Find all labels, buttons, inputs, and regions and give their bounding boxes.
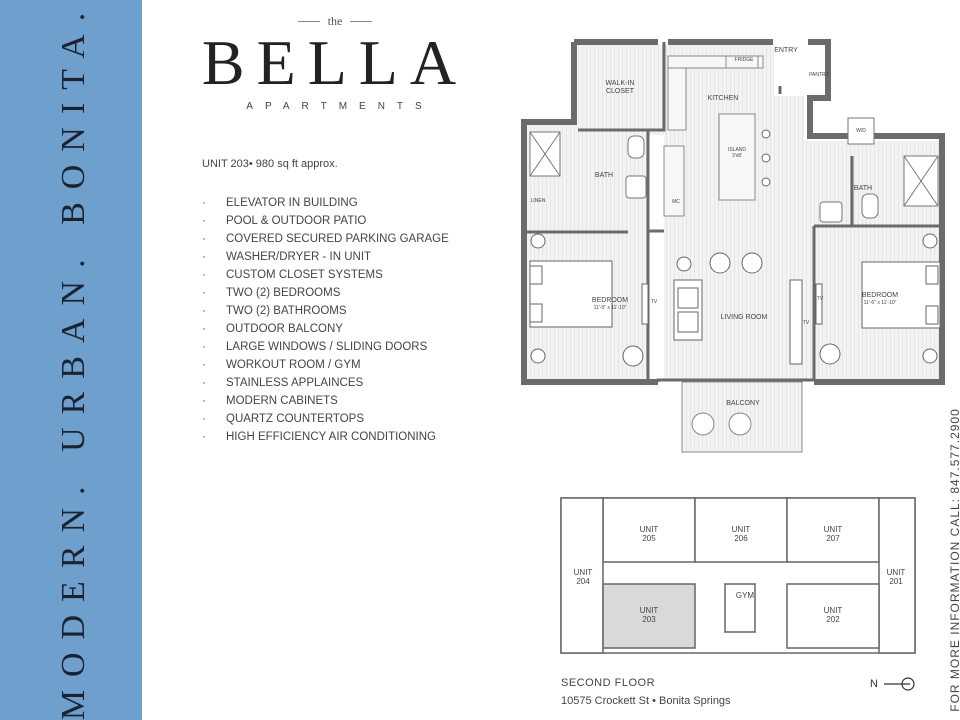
kitchen-counters bbox=[663, 55, 764, 217]
unit-207-number: 207 bbox=[826, 534, 840, 543]
label-balcony: BALCONY bbox=[726, 400, 760, 407]
label-bedroom-left-dim: 11'-9" x 11'-10" bbox=[594, 305, 627, 311]
label-walkin-2: CLOSET bbox=[606, 88, 635, 95]
label-island-2: 3'x8' bbox=[732, 153, 742, 159]
feature-item: ·ELEVATOR IN BUILDING bbox=[202, 197, 358, 209]
unit-206-number: 206 bbox=[734, 534, 748, 543]
label-kitchen: KITCHEN bbox=[708, 95, 739, 102]
logo-name: BELLA bbox=[201, 27, 469, 98]
unit-201-label: UNIT bbox=[887, 568, 906, 577]
feature-item: ·WORKOUT ROOM / GYM bbox=[202, 359, 361, 371]
site-walls bbox=[560, 497, 916, 654]
label-mc: MC bbox=[672, 199, 680, 205]
label-bath-right: BATH bbox=[854, 185, 872, 192]
unit-202-label: UNIT bbox=[824, 606, 843, 615]
left-bedroom-furniture bbox=[529, 233, 649, 367]
feature-item: ·COVERED SECURED PARKING GARAGE bbox=[202, 233, 449, 245]
unit-floor-plan: ENTRY FRIDGE PANTRY WALK-IN CLOSET KITCH… bbox=[521, 39, 945, 453]
logo-rule-left bbox=[297, 21, 320, 22]
label-bedroom-right-dim: 11'-6" x 11'-10" bbox=[864, 300, 897, 306]
logo-the-line: the bbox=[200, 14, 470, 29]
label-tv-left: TV bbox=[651, 299, 658, 305]
label-fridge: FRIDGE bbox=[735, 57, 755, 63]
sidebar-band: MODERN. URBAN. BONITA. bbox=[0, 0, 142, 720]
feature-item: ·TWO (2) BATHROOMS bbox=[202, 305, 347, 317]
label-walkin-1: WALK-IN bbox=[606, 80, 635, 87]
kitchen-island bbox=[718, 113, 756, 201]
unit-info: UNIT 203• 980 sq ft approx. bbox=[202, 158, 338, 170]
unit-203-label: UNIT bbox=[640, 606, 659, 615]
unit-201-number: 201 bbox=[889, 577, 903, 586]
north-letter: N bbox=[870, 678, 878, 690]
label-living-room: LIVING ROOM bbox=[721, 314, 768, 321]
feature-item: ·MODERN CABINETS bbox=[202, 395, 338, 407]
label-island-1: ISLAND bbox=[728, 147, 746, 153]
unit-205-label: UNIT bbox=[640, 525, 659, 534]
floor-site-plan: UNIT 205 UNIT 206 UNIT 207 UNIT 204 UNIT… bbox=[560, 497, 916, 654]
unit-202-number: 202 bbox=[826, 615, 840, 624]
feature-item: ·HIGH EFFICIENCY AIR CONDITIONING bbox=[202, 431, 436, 443]
label-linen: LINEN bbox=[531, 198, 546, 204]
logo-rule-right bbox=[350, 21, 373, 22]
label-tv-living: TV bbox=[803, 320, 810, 326]
unit-204-label: UNIT bbox=[574, 568, 593, 577]
north-arrow: N bbox=[870, 676, 916, 692]
highlighted-unit-203 bbox=[602, 583, 696, 649]
feature-item: ·TWO (2) BEDROOMS bbox=[202, 287, 341, 299]
tagline: MODERN. URBAN. BONITA. bbox=[55, 0, 92, 720]
label-tv-right: TV bbox=[817, 296, 824, 302]
fridge-box bbox=[725, 55, 759, 69]
feature-item: ·CUSTOM CLOSET SYSTEMS bbox=[202, 269, 383, 281]
feature-item: ·STAINLESS APPLAINCES bbox=[202, 377, 364, 389]
unit-204-number: 204 bbox=[576, 577, 590, 586]
bella-logo: the BELLA APARTMENTS bbox=[200, 14, 470, 112]
feature-item: ·OUTDOOR BALCONY bbox=[202, 323, 343, 335]
label-wd: W/D bbox=[856, 128, 866, 134]
unit-207-label: UNIT bbox=[824, 525, 843, 534]
plan-walls bbox=[521, 39, 945, 385]
feature-item: ·POOL & OUTDOOR PATIO bbox=[202, 215, 367, 227]
feature-item: ·WASHER/DRYER - IN UNIT bbox=[202, 251, 372, 263]
balcony bbox=[681, 381, 803, 453]
unit-205-number: 205 bbox=[642, 534, 656, 543]
bath-fixtures bbox=[529, 117, 939, 223]
plan-interior-walls bbox=[524, 42, 942, 381]
living-room-furniture bbox=[673, 252, 803, 365]
label-bath-left: BATH bbox=[595, 172, 613, 179]
unit-203-number: 203 bbox=[642, 615, 656, 624]
label-pantry: PANTRY bbox=[809, 72, 829, 78]
unit-206-label: UNIT bbox=[732, 525, 751, 534]
gym-label: GYM bbox=[736, 591, 755, 600]
logo-the: the bbox=[327, 14, 343, 28]
address: 10575 Crockett St • Bonita Springs bbox=[561, 695, 731, 707]
island-stools bbox=[761, 129, 771, 187]
right-bedroom-furniture bbox=[815, 233, 941, 365]
feature-item: ·LARGE WINDOWS / SLIDING DOORS bbox=[202, 341, 428, 353]
floor-label: SECOND FLOOR bbox=[561, 677, 656, 689]
feature-item: ·QUARTZ COUNTERTOPS bbox=[202, 413, 365, 425]
label-entry: ENTRY bbox=[774, 47, 798, 54]
label-bedroom-left: BEDROOM bbox=[592, 297, 628, 304]
contact-info: FOR MORE INFORMATION CALL: 847.577.2900 bbox=[948, 408, 960, 712]
washer-dryer bbox=[847, 117, 875, 145]
label-bedroom-right: BEDROOM bbox=[862, 292, 898, 299]
logo-subtitle: APARTMENTS bbox=[246, 101, 434, 112]
feature-list: ·ELEVATOR IN BUILDING ·POOL & OUTDOOR PA… bbox=[202, 194, 449, 446]
north-compass-icon bbox=[883, 677, 915, 691]
